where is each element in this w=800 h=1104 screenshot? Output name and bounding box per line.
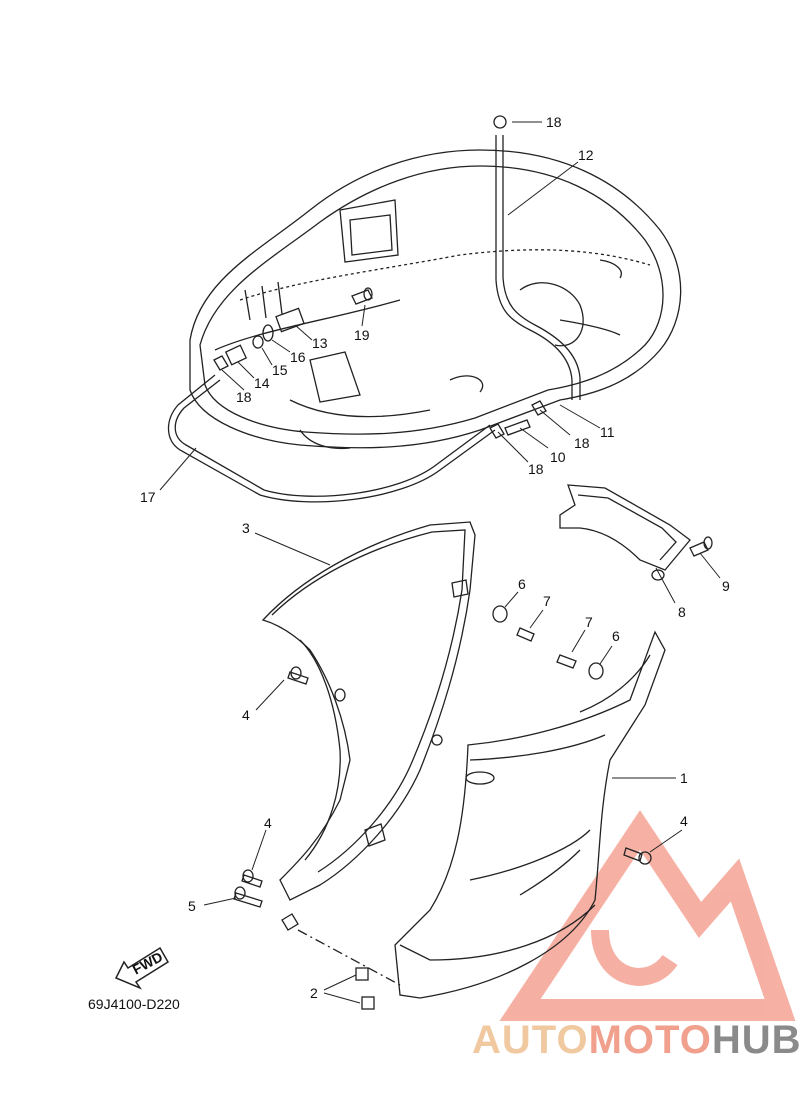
callout-4-second: 4 (264, 815, 272, 831)
cable-12 (493, 115, 581, 400)
callout-7-second: 7 (585, 614, 593, 630)
bracket-8 (559, 484, 713, 581)
callout-14: 14 (254, 375, 270, 391)
watermark-logo-icon (499, 810, 796, 1021)
callout-12: 12 (578, 147, 594, 163)
callout-19: 19 (354, 327, 370, 343)
callout-3: 3 (242, 520, 250, 536)
leader-lines (159, 121, 721, 1004)
callout-15: 15 (272, 362, 288, 378)
callout-9-label: 9 (722, 578, 730, 594)
callout-13: 13 (312, 335, 328, 351)
fitting-parts-10-18 (489, 400, 547, 439)
hose-17 (167, 374, 496, 503)
callout-18: 18 (528, 461, 544, 477)
brand-auto: AUTO (472, 1018, 589, 1062)
side-cover-1 (394, 630, 666, 999)
callout-numbers: 18 12 19 13 16 15 14 18 11 18 10 18 17 3… (140, 114, 730, 1001)
callout-7-label: 7 (543, 593, 551, 609)
grommets-and-fasteners (492, 605, 604, 680)
watermark-brand: AUTOMOTOHUB (472, 1018, 800, 1063)
callout-18: 18 (574, 435, 590, 451)
brand-hub: HUB (711, 1018, 800, 1062)
callout-10: 10 (550, 449, 566, 465)
callout-17: 17 (140, 489, 156, 505)
brand-moto: MOTO (588, 1018, 712, 1062)
callout-11: 11 (600, 424, 615, 440)
callout-1: 1 (680, 770, 688, 786)
callout-18: 18 (546, 114, 562, 130)
callout-4-third: 4 (680, 813, 688, 829)
fitting-parts-13-16 (213, 287, 373, 371)
callout-6-second: 6 (612, 628, 620, 644)
fwd-label: FWD (130, 948, 166, 977)
side-cover-3 (261, 521, 476, 901)
callout-6: 6 (518, 576, 526, 592)
fwd-arrow-icon (114, 946, 170, 990)
callout-5-label: 5 (188, 898, 196, 914)
bolts-and-clips (233, 666, 652, 1010)
callout-18: 18 (236, 389, 252, 405)
bottom-cowling-tray (189, 149, 682, 450)
drawing-code: 69J4100-D220 (88, 996, 180, 1012)
callout-4: 4 (242, 707, 250, 723)
callout-8: 8 (678, 604, 686, 620)
callout-16: 16 (290, 349, 306, 365)
callout-2: 2 (310, 985, 318, 1001)
